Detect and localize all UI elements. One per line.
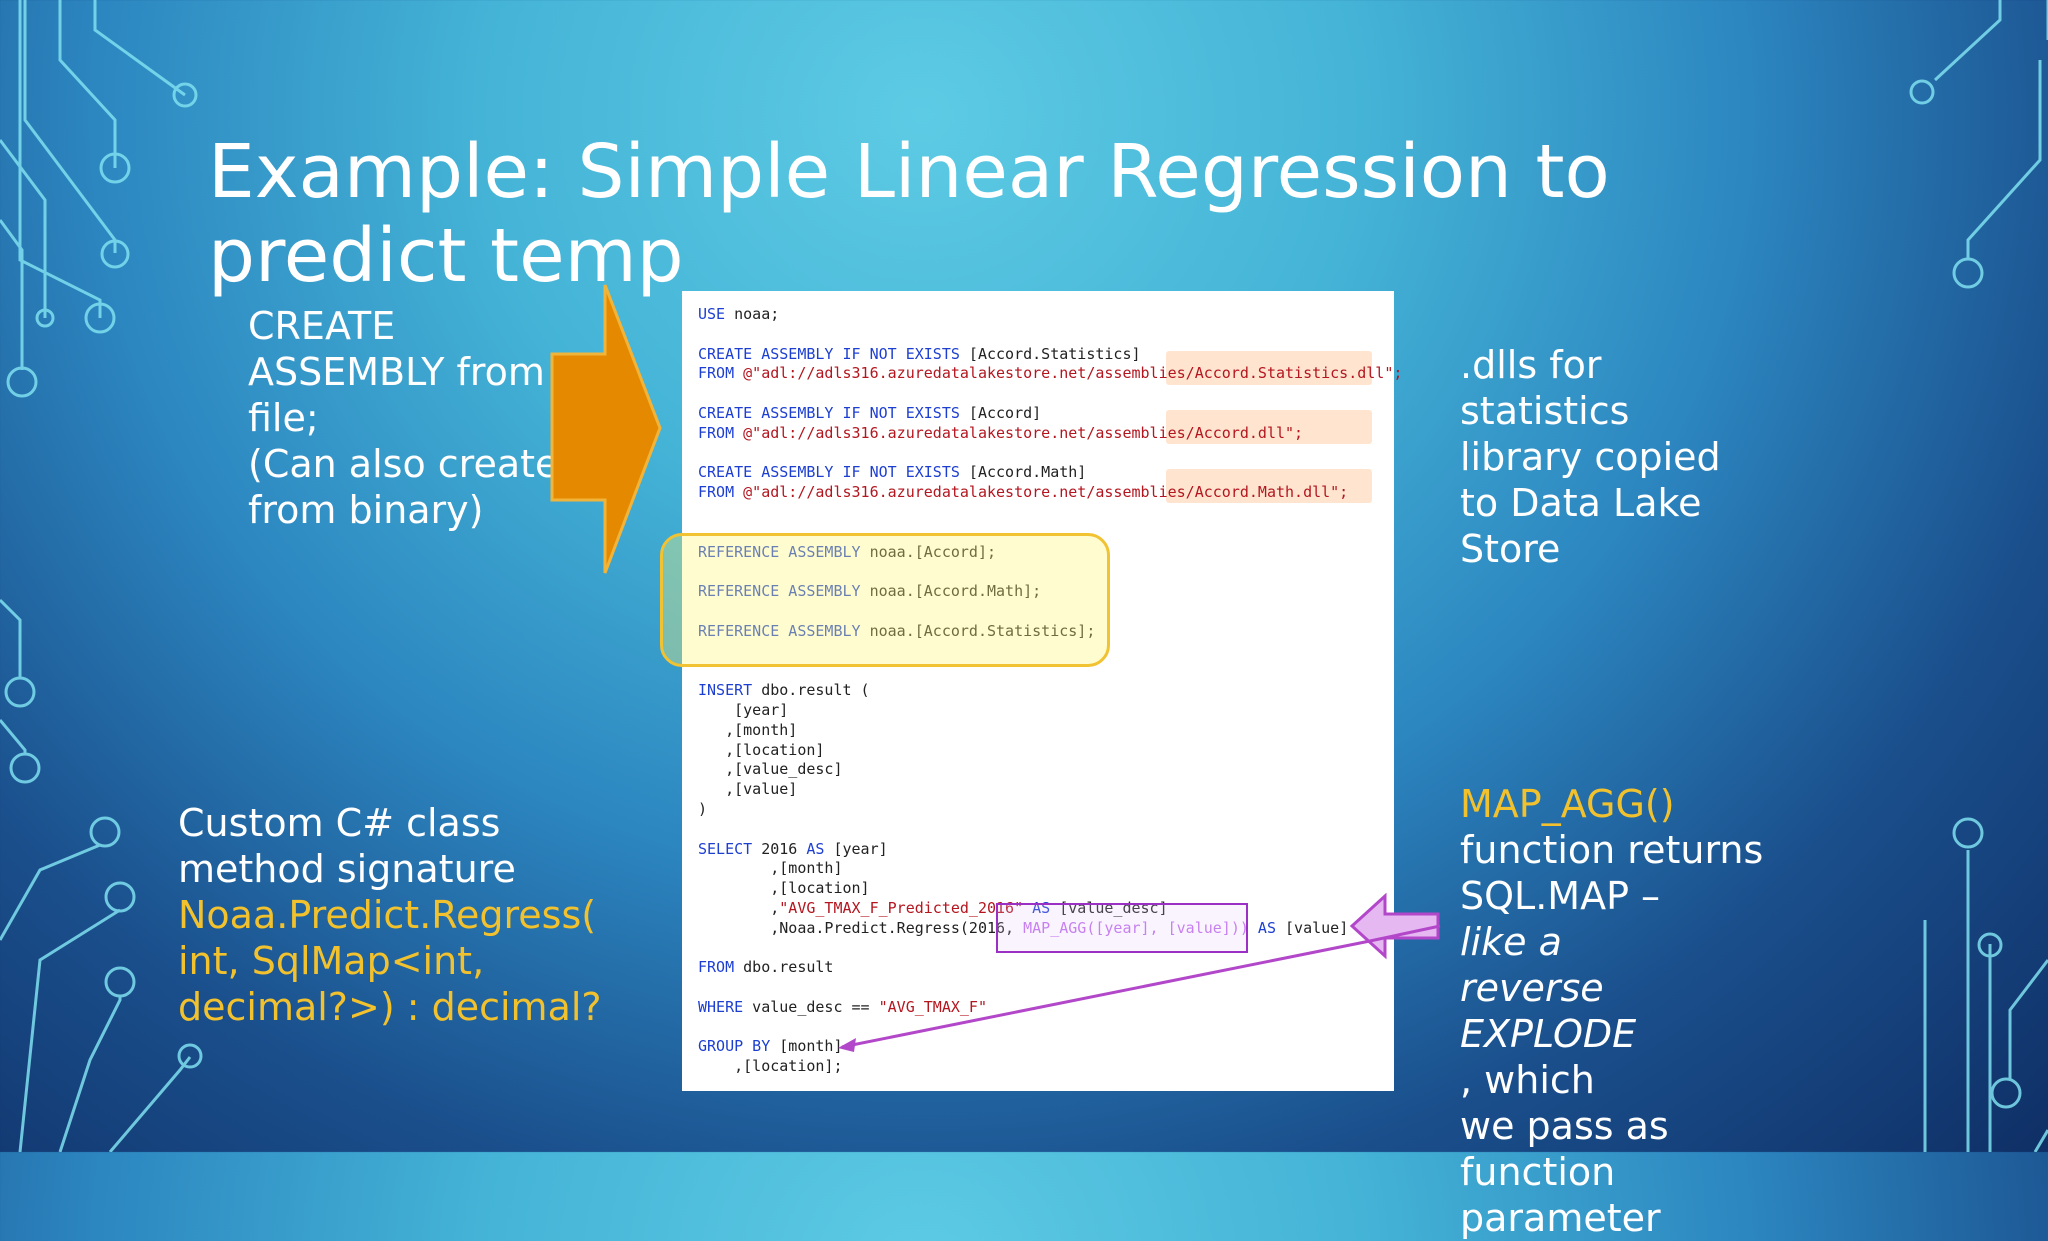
code-keyword: FROM — [698, 364, 735, 383]
note-line: reverse — [1460, 965, 1763, 1011]
code-text: value_desc == — [743, 997, 879, 1016]
code-keyword: USE — [698, 305, 726, 323]
note-line: CREATE — [248, 304, 396, 348]
note-text-italic: reverse — [1460, 966, 1604, 1010]
code-keyword: REFERENCE ASSEMBLY — [698, 621, 861, 640]
code-text: ) — [698, 799, 708, 818]
create-assembly-note: CREATE ASSEMBLY from file; (Can also cre… — [248, 303, 558, 533]
code-text: [year] — [824, 839, 888, 858]
note-line: we pass as — [1460, 1104, 1669, 1148]
code-keyword: CREATE ASSEMBLY IF NOT EXISTS — [698, 463, 960, 482]
title-line-1: Example: Simple Linear Regression to — [208, 129, 1610, 215]
method-signature-note: Custom C# class method signature Noaa.Pr… — [178, 800, 602, 1030]
code-text: [value] — [1275, 918, 1349, 937]
note-text-italic: EXPLODE — [1460, 1012, 1637, 1056]
code-string: @"adl://adls316.azuredatalakestore.net/a… — [734, 364, 1403, 383]
note-line: to Data Lake — [1460, 481, 1702, 525]
code-keyword: REFERENCE ASSEMBLY — [698, 582, 861, 601]
code-text: ,[month] — [698, 720, 798, 739]
code-keyword: REFERENCE ASSEMBLY — [698, 542, 861, 561]
map-agg-heading: MAP_AGG() — [1460, 782, 1675, 826]
code-keyword: GROUP BY — [698, 1037, 771, 1056]
note-line: library copied — [1460, 435, 1721, 479]
dll-highlight — [1166, 469, 1372, 503]
code-keyword: FROM — [698, 958, 735, 977]
note-line: statistics — [1460, 389, 1630, 433]
code-text: [Accord.Statistics] — [959, 344, 1141, 363]
note-text: , which — [1460, 1058, 1595, 1102]
map-agg-highlight — [996, 903, 1248, 953]
code-keyword: AS — [1248, 918, 1276, 937]
note-line: Store — [1460, 527, 1561, 571]
code-keyword: FROM — [698, 483, 735, 502]
code-keyword: FROM — [698, 423, 735, 442]
signature-line: decimal?>) : decimal? — [178, 985, 602, 1029]
note-line: ASSEMBLY from — [248, 350, 545, 394]
code-text: ,[month] — [698, 859, 843, 878]
note-text-italic: like a — [1460, 920, 1562, 964]
code-string: "AVG_TMAX_F" — [878, 997, 987, 1016]
note-line: method signature — [178, 847, 516, 891]
code-text: [Accord.Math] — [959, 463, 1087, 482]
note-line: Custom C# class — [178, 801, 501, 845]
note-line: (Can also create — [248, 442, 559, 486]
code-keyword: WHERE — [698, 997, 744, 1016]
signature-line: int, SqlMap<int, — [178, 939, 485, 983]
code-text: ,[value_desc] — [698, 760, 843, 779]
code-text: noaa.[Accord]; — [860, 542, 997, 561]
note-line: EXPLODE, which — [1460, 1011, 1763, 1103]
map-agg-note: MAP_AGG() function returns SQL.MAP – lik… — [1460, 781, 1763, 1241]
code-text: noaa.[Accord.Math]; — [860, 582, 1042, 601]
code-text: 2016 — [752, 839, 807, 858]
code-keyword: SELECT — [698, 839, 753, 858]
code-keyword: AS — [806, 839, 825, 858]
code-text: ,Noaa.Predict.Regress(2016, — [698, 918, 1015, 937]
code-function: MAP_AGG([year], [value])) — [1014, 918, 1249, 937]
code-text: noaa; — [725, 305, 780, 323]
code-keyword: CREATE ASSEMBLY IF NOT EXISTS — [698, 344, 960, 363]
usql-code: USE noaa; CREATE ASSEMBLY IF NOT EXISTS … — [698, 305, 1402, 1077]
code-text: noaa.[Accord.Statistics]; — [860, 621, 1096, 640]
signature-line: Noaa.Predict.Regress( — [178, 893, 597, 937]
note-line: function returns — [1460, 828, 1764, 872]
code-text: [month] — [770, 1037, 843, 1056]
note-line: file; — [248, 396, 319, 440]
code-text: [Accord] — [959, 403, 1042, 422]
code-keyword: INSERT — [698, 681, 753, 700]
slide-title: Example: Simple Linear Regression to pre… — [208, 130, 1708, 298]
dll-note: .dlls for statistics library copied to D… — [1460, 342, 1721, 572]
code-string: @"adl://adls316.azuredatalakestore.net/a… — [734, 483, 1349, 502]
dll-highlight — [1166, 351, 1372, 385]
code-keyword: CREATE ASSEMBLY IF NOT EXISTS — [698, 403, 960, 422]
code-text: ,[location]; — [698, 1057, 843, 1076]
code-string: "AVG_TMAX_F_Predicted_2016" — [779, 898, 1024, 917]
code-text: ,[location] — [698, 740, 825, 759]
dll-highlight — [1166, 410, 1372, 444]
code-screenshot: USE noaa; CREATE ASSEMBLY IF NOT EXISTS … — [682, 291, 1402, 1091]
code-text: dbo.result ( — [752, 681, 870, 700]
code-text: ,[location] — [698, 879, 870, 898]
code-text: dbo.result — [734, 958, 834, 977]
note-line: SQL.MAP – like a — [1460, 873, 1763, 965]
code-text: , — [698, 898, 780, 917]
note-text: SQL.MAP – — [1460, 874, 1661, 918]
reference-assembly-highlight — [660, 533, 1110, 667]
circuit-decoration — [0, 0, 2048, 1152]
note-line: from binary) — [248, 488, 484, 532]
code-string: @"adl://adls316.azuredatalakestore.net/a… — [734, 423, 1304, 442]
title-line-2: predict temp — [208, 213, 684, 299]
code-text: [year] — [698, 700, 789, 719]
note-line: parameter — [1460, 1196, 1661, 1240]
note-line: .dlls for — [1460, 343, 1602, 387]
note-line: function — [1460, 1150, 1616, 1194]
code-text: ,[value] — [698, 780, 798, 799]
